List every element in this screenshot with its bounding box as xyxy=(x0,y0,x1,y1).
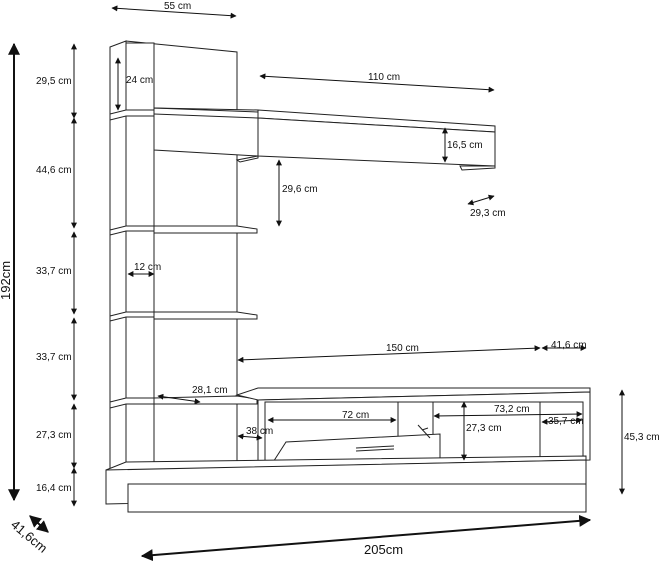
label-shelf-width: 110 cm xyxy=(368,72,400,83)
label-shelf-depth: 29,3 cm xyxy=(470,208,506,219)
label-comp-73-2: 73,2 cm xyxy=(494,404,530,415)
label-gap-29-6: 29,6 cm xyxy=(282,184,318,195)
label-panel-width: 12 cm xyxy=(134,262,161,273)
label-h1: 29,5 cm xyxy=(36,76,72,87)
label-h6: 16,4 cm xyxy=(36,483,72,494)
label-total-height: 192cm xyxy=(0,261,13,300)
label-comp-72: 72 cm xyxy=(342,410,369,421)
label-depth-top: 55 cm xyxy=(164,1,191,12)
label-side-28-1: 28,1 cm xyxy=(192,385,228,396)
label-total-width: 205cm xyxy=(364,542,403,557)
label-total-depth: 41,6cm xyxy=(8,517,50,556)
furniture-outline xyxy=(105,40,591,513)
label-comp-35-7: 35,7 cm xyxy=(548,416,584,427)
label-base-depth: 41,6 cm xyxy=(551,340,587,351)
label-h2: 44,6 cm xyxy=(36,165,72,176)
label-comp-27-3: 27,3 cm xyxy=(466,423,502,434)
label-base-width: 150 cm xyxy=(386,343,419,354)
label-h5: 27,3 cm xyxy=(36,430,72,441)
dimension-lines xyxy=(8,5,625,561)
label-shelf-height: 16,5 cm xyxy=(447,140,483,151)
label-inner-24: 24 cm xyxy=(126,75,153,86)
label-comp-38: 38 cm xyxy=(246,426,273,437)
label-h3: 33,7 cm xyxy=(36,266,72,277)
label-h4: 33,7 cm xyxy=(36,352,72,363)
label-base-height: 45,3 cm xyxy=(624,432,660,443)
